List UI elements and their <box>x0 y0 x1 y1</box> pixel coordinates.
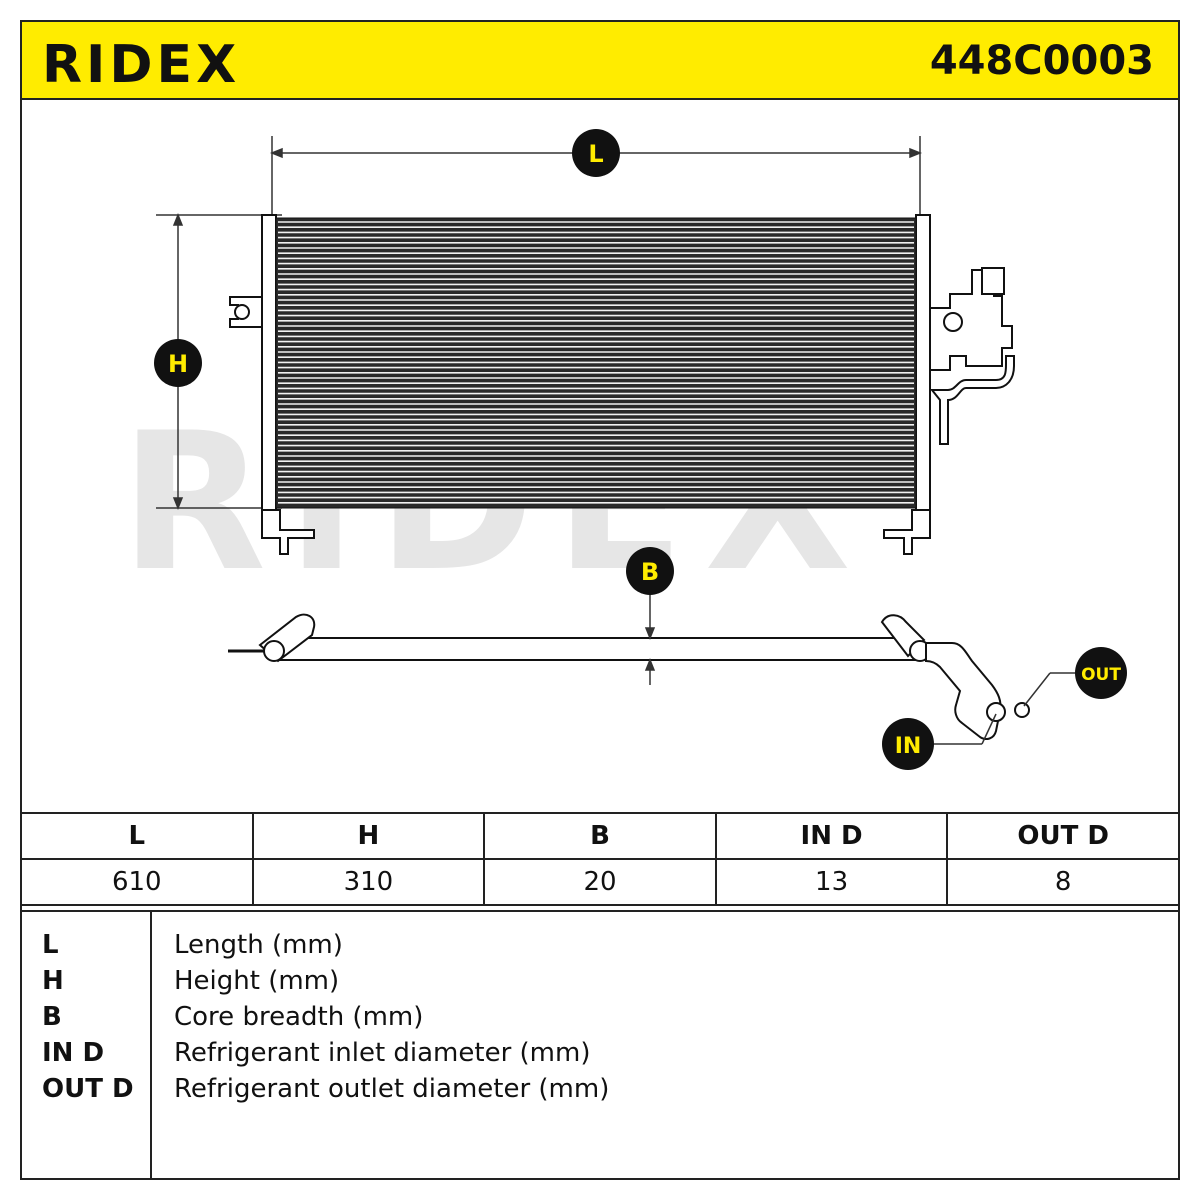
condenser-diagram: RIDEX <box>120 129 1127 770</box>
out-callout: OUT <box>1023 647 1127 707</box>
ridex-logo: RIDEX <box>42 35 240 90</box>
left-foot <box>261 509 315 555</box>
legend-row: H Height (mm) <box>22 966 1178 1002</box>
spec-value-row: 610 310 20 13 8 <box>20 858 1180 906</box>
side-view <box>228 613 1030 740</box>
legend-desc: Height (mm) <box>174 966 340 996</box>
spec-header-in-d: IN D <box>714 812 949 860</box>
outlet-port <box>1014 702 1030 718</box>
spec-value-in-d: 13 <box>714 858 949 906</box>
marker-h-text: H <box>168 350 188 378</box>
core-tubes <box>278 221 914 504</box>
legend-key: OUT D <box>42 1074 134 1104</box>
spec-header-row: L H B IN D OUT D <box>20 812 1180 860</box>
spec-header-l: L <box>20 812 254 860</box>
legend-key: H <box>42 966 64 996</box>
spec-header-h: H <box>251 812 486 860</box>
breadth-dimension <box>644 590 656 685</box>
fitting-cap <box>981 267 1005 295</box>
technical-drawing: RIDEX <box>20 100 1180 812</box>
marker-in-text: IN <box>895 734 922 759</box>
spec-value-h: 310 <box>251 858 486 906</box>
legend-desc: Refrigerant inlet diameter (mm) <box>174 1038 591 1068</box>
legend-desc: Refrigerant outlet diameter (mm) <box>174 1074 610 1104</box>
legend-row: L Length (mm) <box>22 930 1178 966</box>
condenser-core <box>229 214 1015 555</box>
legend-divider <box>150 912 152 1178</box>
left-mount-hole <box>234 304 250 320</box>
legend-key: L <box>42 930 59 960</box>
legend-row: IN D Refrigerant inlet diameter (mm) <box>22 1038 1178 1074</box>
side-fitting <box>925 642 1002 740</box>
side-core <box>271 637 919 661</box>
legend-desc: Core breadth (mm) <box>174 1002 424 1032</box>
left-tank <box>261 214 277 511</box>
spec-value-out-d: 8 <box>946 858 1180 906</box>
marker-b-text: B <box>641 558 659 586</box>
refrigerant-pipe <box>929 355 1015 445</box>
marker-h: H <box>154 339 202 387</box>
spec-value-b: 20 <box>483 858 717 906</box>
fitting-bolt <box>943 312 963 332</box>
legend-row: B Core breadth (mm) <box>22 1002 1178 1038</box>
marker-out-text: OUT <box>1081 665 1121 685</box>
marker-l-text: L <box>588 140 603 168</box>
spec-header-b: B <box>483 812 717 860</box>
side-left-boss <box>263 640 285 662</box>
spec-value-l: 610 <box>20 858 254 906</box>
right-foot <box>883 509 931 555</box>
legend-row: OUT D Refrigerant outlet diameter (mm) <box>22 1074 1178 1110</box>
right-tank <box>915 214 931 511</box>
marker-l: L <box>572 129 620 177</box>
legend-key: IN D <box>42 1038 105 1068</box>
in-callout: IN <box>882 713 997 770</box>
inlet-port <box>986 702 1006 722</box>
marker-b: B <box>626 547 674 595</box>
spec-header-out-d: OUT D <box>946 812 1180 860</box>
legend-key: B <box>42 1002 62 1032</box>
logo-text: RIDEX <box>42 35 240 90</box>
header-bar: RIDEX 448C0003 <box>20 20 1180 100</box>
part-number: 448C0003 <box>929 38 1154 84</box>
legend-box: L Length (mm) H Height (mm) B Core bread… <box>20 910 1180 1180</box>
spec-table: L H B IN D OUT D 610 310 20 13 8 <box>20 812 1180 906</box>
legend-desc: Length (mm) <box>174 930 343 960</box>
